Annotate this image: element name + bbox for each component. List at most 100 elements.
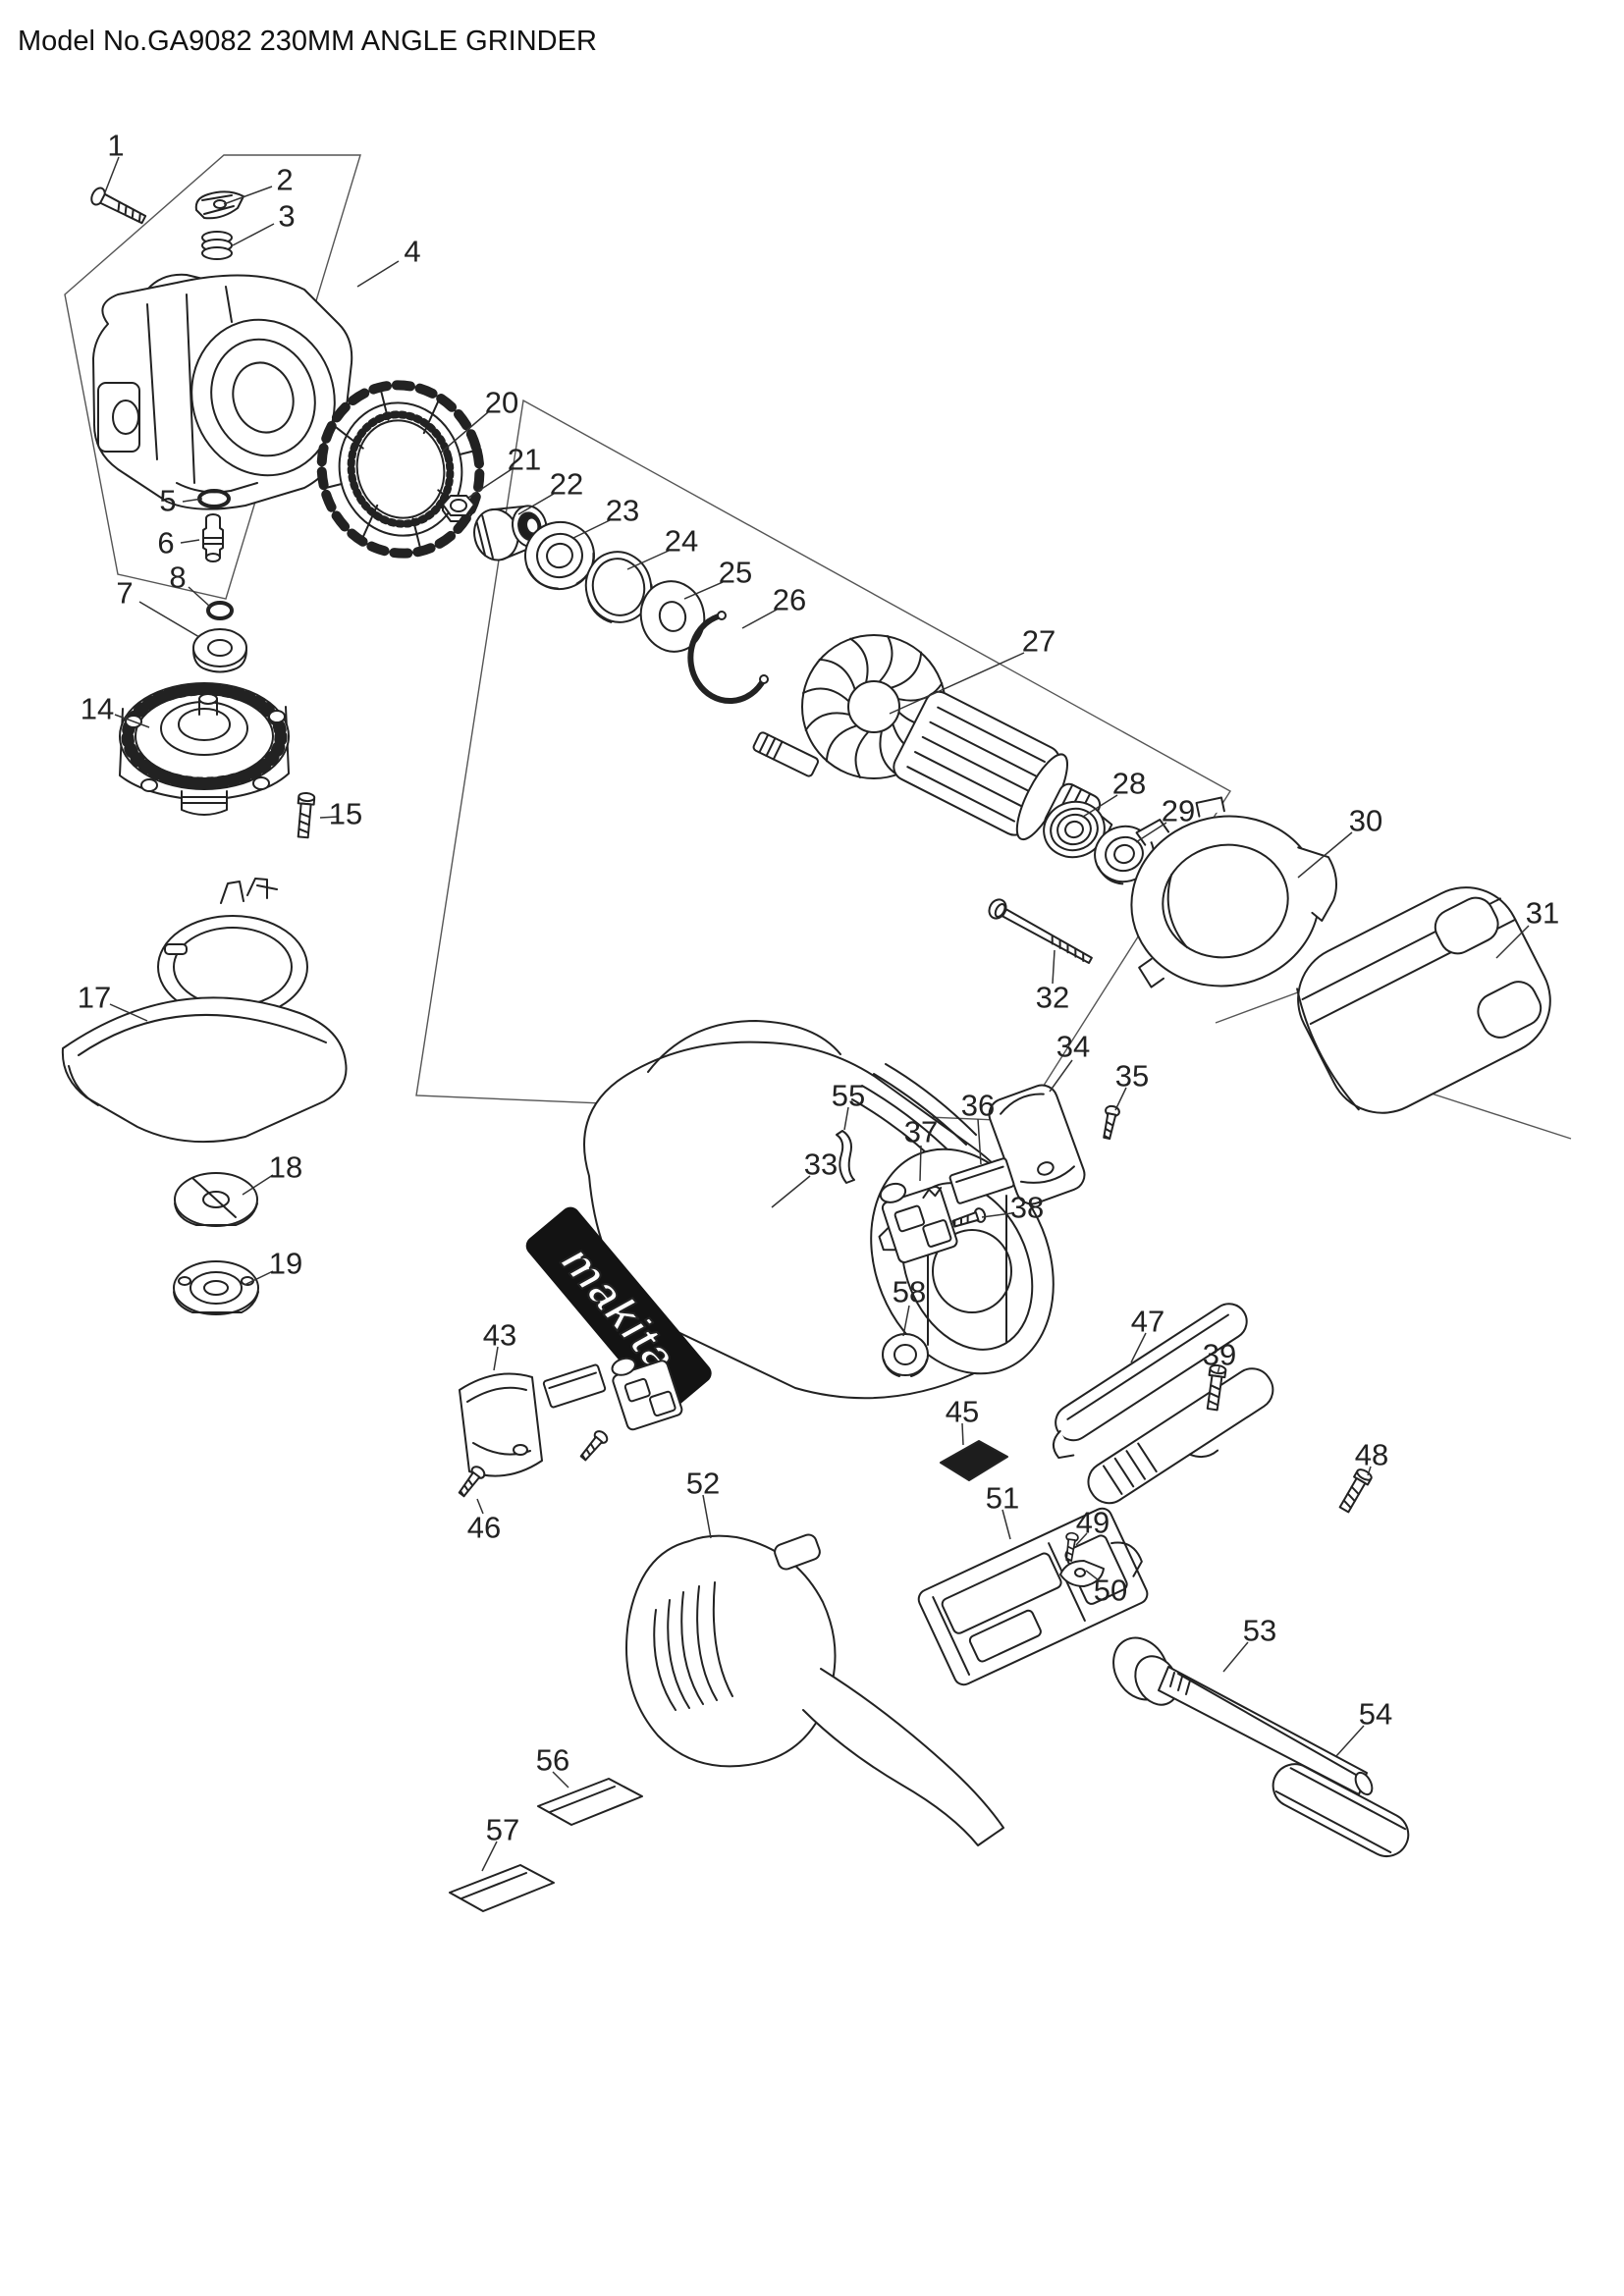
part-drawing-sticker-56 (537, 1778, 643, 1826)
part-number-23: 23 (606, 494, 639, 528)
part-label-4: 4 (356, 235, 421, 288)
leader-line-21 (467, 468, 513, 499)
leader-line-15 (319, 816, 339, 819)
part-number-38: 38 (1010, 1191, 1044, 1225)
part-label-15: 15 (319, 797, 362, 831)
part-label-50: 50 (1085, 1570, 1127, 1608)
leader-line-38 (981, 1212, 1012, 1218)
part-drawing-ring-8 (206, 601, 234, 620)
part-number-21: 21 (508, 443, 541, 477)
part-drawing-lock-nut-19 (173, 1260, 259, 1315)
part-number-25: 25 (719, 556, 752, 590)
part-label-2: 2 (223, 163, 294, 205)
part-drawing-grommet-58 (882, 1333, 929, 1377)
part-label-56: 56 (536, 1743, 569, 1789)
leader-line-26 (741, 609, 778, 629)
part-label-35: 35 (1114, 1059, 1149, 1111)
part-number-5: 5 (159, 484, 176, 518)
part-drawing-side-handle-53 (1112, 1636, 1374, 1796)
part-label-38: 38 (981, 1191, 1044, 1225)
part-number-34: 34 (1056, 1030, 1090, 1064)
leader-line-30 (1297, 831, 1353, 879)
part-number-20: 20 (485, 386, 518, 420)
part-label-8: 8 (169, 561, 211, 608)
part-drawing-baffle-30 (1130, 796, 1338, 988)
leader-line-36 (977, 1118, 982, 1165)
part-drawing-plate-50 (1059, 1560, 1105, 1587)
part-number-45: 45 (946, 1395, 979, 1429)
leader-line-43 (493, 1346, 499, 1371)
leader-line-31 (1495, 925, 1530, 959)
part-label-20: 20 (440, 386, 518, 454)
part-number-15: 15 (329, 797, 362, 831)
part-label-52: 52 (686, 1467, 720, 1539)
part-label-26: 26 (741, 583, 806, 629)
part-label-24: 24 (626, 524, 698, 570)
leader-line-5 (182, 498, 203, 503)
part-drawing-motor-housing-33: makita (525, 1020, 1055, 1413)
part-drawing-screw-32 (985, 895, 1097, 971)
leader-line-34 (1049, 1059, 1073, 1093)
part-label-55: 55 (832, 1079, 865, 1131)
leader-line-19 (244, 1270, 274, 1286)
leader-line-24 (626, 550, 670, 570)
part-number-3: 3 (278, 199, 295, 234)
part-label-1: 1 (104, 129, 125, 193)
part-drawing-brush-holder-37 (878, 1182, 958, 1263)
part-label-14: 14 (81, 692, 150, 728)
leader-line-47 (1130, 1332, 1147, 1363)
part-number-2: 2 (276, 163, 293, 197)
part-drawing-lever-2 (194, 190, 244, 220)
part-label-45: 45 (946, 1395, 979, 1446)
part-label-30: 30 (1297, 804, 1382, 879)
part-drawing-cap-43 (459, 1372, 543, 1477)
part-label-21: 21 (467, 443, 541, 499)
part-label-57: 57 (481, 1813, 519, 1872)
parts-artwork: makita (61, 185, 1551, 1912)
part-label-6: 6 (157, 526, 200, 561)
leader-line-4 (356, 260, 400, 288)
part-number-35: 35 (1115, 1059, 1149, 1094)
part-label-53: 53 (1222, 1614, 1276, 1673)
leader-line-27 (889, 652, 1025, 715)
leader-line-55 (843, 1106, 849, 1131)
part-number-54: 54 (1359, 1697, 1392, 1732)
part-number-8: 8 (169, 561, 186, 595)
part-label-31: 31 (1495, 896, 1559, 959)
part-drawing-handle-cover-52 (625, 1533, 1004, 1846)
part-number-1: 1 (107, 129, 124, 163)
part-drawing-circlip-26 (687, 611, 769, 704)
part-number-19: 19 (269, 1247, 302, 1281)
leader-line-52 (702, 1494, 712, 1539)
part-label-28: 28 (1082, 767, 1146, 818)
part-label-22: 22 (517, 467, 583, 515)
leader-line-29 (1135, 822, 1167, 843)
part-drawing-grip-54 (1272, 1763, 1410, 1857)
leader-line-1 (104, 156, 120, 193)
part-label-32: 32 (1036, 949, 1069, 1015)
part-number-53: 53 (1243, 1614, 1276, 1648)
part-drawing-cover-45 (940, 1440, 1008, 1481)
leader-line-50 (1085, 1570, 1100, 1581)
leader-line-2 (223, 186, 273, 205)
part-label-19: 19 (244, 1247, 302, 1286)
leader-line-49 (1075, 1532, 1088, 1546)
part-number-29: 29 (1162, 794, 1195, 828)
part-label-54: 54 (1335, 1697, 1392, 1757)
part-drawing-retainer-20 (316, 380, 485, 559)
leader-line-18 (242, 1174, 274, 1196)
part-number-43: 43 (483, 1318, 516, 1353)
part-number-55: 55 (832, 1079, 865, 1113)
page-title: Model No.GA9082 230MM ANGLE GRINDER (18, 26, 597, 57)
leader-line-53 (1222, 1641, 1249, 1673)
part-number-24: 24 (665, 524, 698, 559)
leader-line-3 (232, 223, 275, 246)
part-number-17: 17 (78, 981, 111, 1015)
part-label-25: 25 (683, 556, 752, 600)
part-label-37: 37 (904, 1115, 938, 1182)
part-number-36: 36 (961, 1089, 995, 1123)
part-label-7: 7 (116, 576, 200, 638)
